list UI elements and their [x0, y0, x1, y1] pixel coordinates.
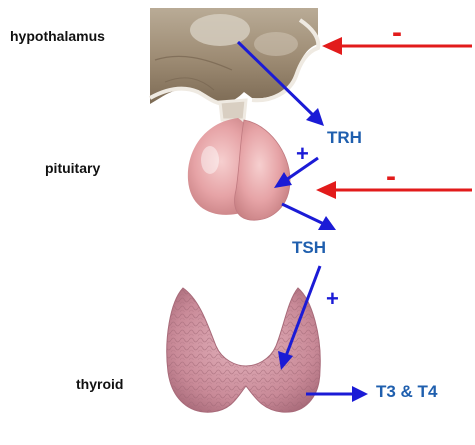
sign-inhibit-pituitary: -: [386, 162, 396, 192]
tsh-arrow-pituitary-out: [282, 204, 336, 230]
sign-stimulate-thyroid: +: [326, 288, 339, 310]
pituitary-gland: [188, 118, 290, 220]
sign-inhibit-hypothalamus: -: [392, 18, 402, 48]
hypothalamus-tissue: [150, 8, 318, 104]
sign-stimulate-pituitary: +: [296, 143, 309, 165]
hormone-tsh: TSH: [292, 238, 326, 258]
label-thyroid: thyroid: [76, 376, 123, 392]
thyroid-gland: [167, 288, 320, 412]
label-pituitary: pituitary: [45, 160, 100, 176]
label-hypothalamus: hypothalamus: [10, 28, 105, 44]
pituitary-stalk: [220, 100, 246, 120]
hormone-t3-t4: T3 & T4: [376, 382, 437, 402]
hormone-trh: TRH: [327, 128, 362, 148]
